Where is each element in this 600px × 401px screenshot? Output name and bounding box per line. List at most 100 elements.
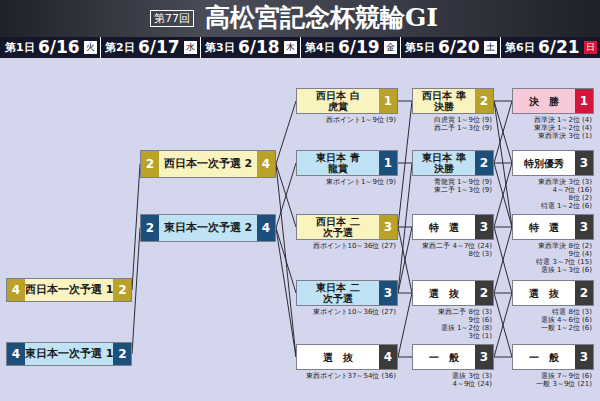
race-name: 選 抜 bbox=[513, 281, 575, 305]
progression-line bbox=[494, 227, 512, 293]
qualification-note: 青龍賞 1～9位 (9) bbox=[412, 178, 494, 186]
race-box: 決 勝1西準決 1～2位 (4)東準決 1～2位 (4)東西準決 3位 (1) bbox=[512, 88, 594, 140]
qualification-note: 西準決 1～2位 (4) bbox=[512, 116, 594, 124]
day-number: 第1日 bbox=[5, 41, 35, 54]
race-box: 西日本 準決勝2白虎賞 1～9位 (9)西二予 1～3位 (9) bbox=[412, 88, 494, 132]
box-frame: 選 抜2 bbox=[412, 280, 494, 306]
box-frame: 選 抜4 bbox=[296, 344, 398, 370]
day-date: 6/21 bbox=[538, 37, 580, 58]
day-date: 6/16 bbox=[38, 37, 80, 58]
race-count: 1 bbox=[379, 151, 397, 175]
race-count: 4 bbox=[257, 151, 275, 177]
race-name: 西日本一次予選 1 bbox=[25, 279, 113, 301]
box-frame: 西日本 二次予選3 bbox=[296, 214, 398, 240]
box-frame: 東日本 青龍賞1 bbox=[296, 150, 398, 176]
progression-line bbox=[494, 101, 512, 227]
race-count: 3 bbox=[379, 281, 397, 305]
qualification-note: 選抜 1～3位 (6) bbox=[512, 266, 594, 274]
day-date: 6/17 bbox=[138, 37, 180, 58]
race-count: 3 bbox=[475, 345, 493, 369]
qualification-note: 選抜 4～6位 (6) bbox=[512, 316, 594, 324]
race-name: 西日本 二次予選 bbox=[297, 215, 379, 239]
race-count: 2 bbox=[475, 89, 493, 113]
race-count: 3 bbox=[575, 151, 593, 175]
race-count: 1 bbox=[379, 89, 397, 113]
progression-line bbox=[494, 163, 512, 227]
progression-line bbox=[398, 101, 412, 227]
box-frame: 決 勝1 bbox=[512, 88, 594, 114]
race-name: 東日本 準決勝 bbox=[413, 151, 475, 175]
qualification-note: 選抜 1～2位 (8) bbox=[412, 324, 494, 332]
qualification-note: 東ポイント10～36位 (27) bbox=[296, 308, 398, 316]
weekday-badge: 水 bbox=[184, 41, 197, 54]
race-box: 一 般3選抜 7～9位 (6)一般 3～9位 (21) bbox=[512, 344, 594, 388]
race-count: 2 bbox=[141, 215, 159, 241]
weekday-badge: 木 bbox=[284, 41, 297, 54]
progression-line bbox=[494, 101, 512, 163]
qualification-note: 9位 (6) bbox=[412, 316, 494, 324]
box-frame: 一 般3 bbox=[412, 344, 494, 370]
box-frame: 4西日本一次予選 12 bbox=[6, 278, 132, 302]
race-box: 東日本 準決勝2 青龍賞 1～9位 (9)東二予 1～3位 (9) bbox=[412, 150, 494, 194]
progression-line bbox=[276, 163, 296, 228]
qualification-note: 8位 (2) bbox=[512, 194, 594, 202]
race-box: 西日本 白虎賞1西ポイント1～9位 (9) bbox=[296, 88, 398, 124]
box-frame: 4東日本一次予選 12 bbox=[6, 342, 132, 366]
box-frame: 2東日本一次予選 24 bbox=[140, 214, 276, 242]
qualification-note: 一般 3～9位 (21) bbox=[512, 380, 594, 388]
box-frame: 西日本 白虎賞1 bbox=[296, 88, 398, 114]
race-name: 選 抜 bbox=[413, 281, 475, 305]
box-frame: 2西日本一次予選 24 bbox=[140, 150, 276, 178]
qualification-note: 4～9位 (24) bbox=[412, 380, 494, 388]
race-name: 決 勝 bbox=[513, 89, 575, 113]
race-name: 西日本 準決勝 bbox=[413, 89, 475, 113]
race-name: 特別優秀 bbox=[513, 151, 575, 175]
progression-line bbox=[276, 228, 296, 357]
day-number: 第2日 bbox=[105, 41, 135, 54]
race-name: 特 選 bbox=[513, 215, 575, 239]
race-name: 東日本 青龍賞 bbox=[297, 151, 379, 175]
progression-line bbox=[398, 227, 412, 293]
race-count: 4 bbox=[257, 215, 275, 241]
qualification-note: 東西準決 3位 (1) bbox=[512, 132, 594, 140]
progression-line bbox=[398, 227, 412, 293]
progression-line bbox=[494, 163, 512, 227]
progression-line bbox=[132, 164, 140, 290]
qualification-note: 東西準決 8位 (2) bbox=[512, 242, 594, 250]
race-name: 東日本一次予選 2 bbox=[159, 215, 257, 241]
race-name: 東日本 二次予選 bbox=[297, 281, 379, 305]
race-name: 西日本一次予選 2 bbox=[159, 151, 257, 177]
qualification-note: 東西ポイント37～54位 (36) bbox=[296, 372, 398, 380]
race-name: 西日本 白虎賞 bbox=[297, 89, 379, 113]
box-frame: 特 選3 bbox=[512, 214, 594, 240]
qualification-note: 選抜 7～9位 (6) bbox=[512, 372, 594, 380]
race-count: 2 bbox=[475, 281, 493, 305]
weekday-badge: 土 bbox=[484, 41, 497, 54]
progression-line bbox=[398, 163, 412, 293]
progression-line bbox=[398, 357, 412, 358]
box-frame: 西日本 準決勝2 bbox=[412, 88, 494, 114]
qualification-note: 一般 1～2位 (6) bbox=[512, 324, 594, 332]
race-count: 2 bbox=[113, 279, 131, 301]
progression-line bbox=[494, 293, 512, 294]
race-box: 東日本 二次予選3 東ポイント10～36位 (27) bbox=[296, 280, 398, 316]
race-box: 東日本 青龍賞1 東ポイント1～9位 (9) bbox=[296, 150, 398, 186]
box-frame: 東日本 準決勝2 bbox=[412, 150, 494, 176]
progression-line bbox=[494, 357, 512, 358]
day-separator bbox=[100, 37, 101, 58]
qualification-note: 西ポイント10～36位 (27) bbox=[296, 242, 398, 250]
qualification-note: 東ポイント1～9位 (9) bbox=[296, 178, 398, 186]
day-number: 第5日 bbox=[405, 41, 435, 54]
qualification-note: 4～7位 (16) bbox=[512, 186, 594, 194]
qualification-note: 9位 (4) bbox=[512, 250, 594, 258]
race-box: 西日本 二次予選3 西ポイント10～36位 (27) bbox=[296, 214, 398, 250]
qualification-note: 東二予 1～3位 (9) bbox=[412, 186, 494, 194]
race-name: 東日本一次予選 1 bbox=[25, 343, 113, 365]
race-count: 2 bbox=[141, 151, 159, 177]
progression-line bbox=[132, 228, 140, 354]
weekday-badge: 火 bbox=[84, 41, 97, 54]
progression-line bbox=[398, 293, 412, 294]
race-name: 特 選 bbox=[413, 215, 475, 239]
